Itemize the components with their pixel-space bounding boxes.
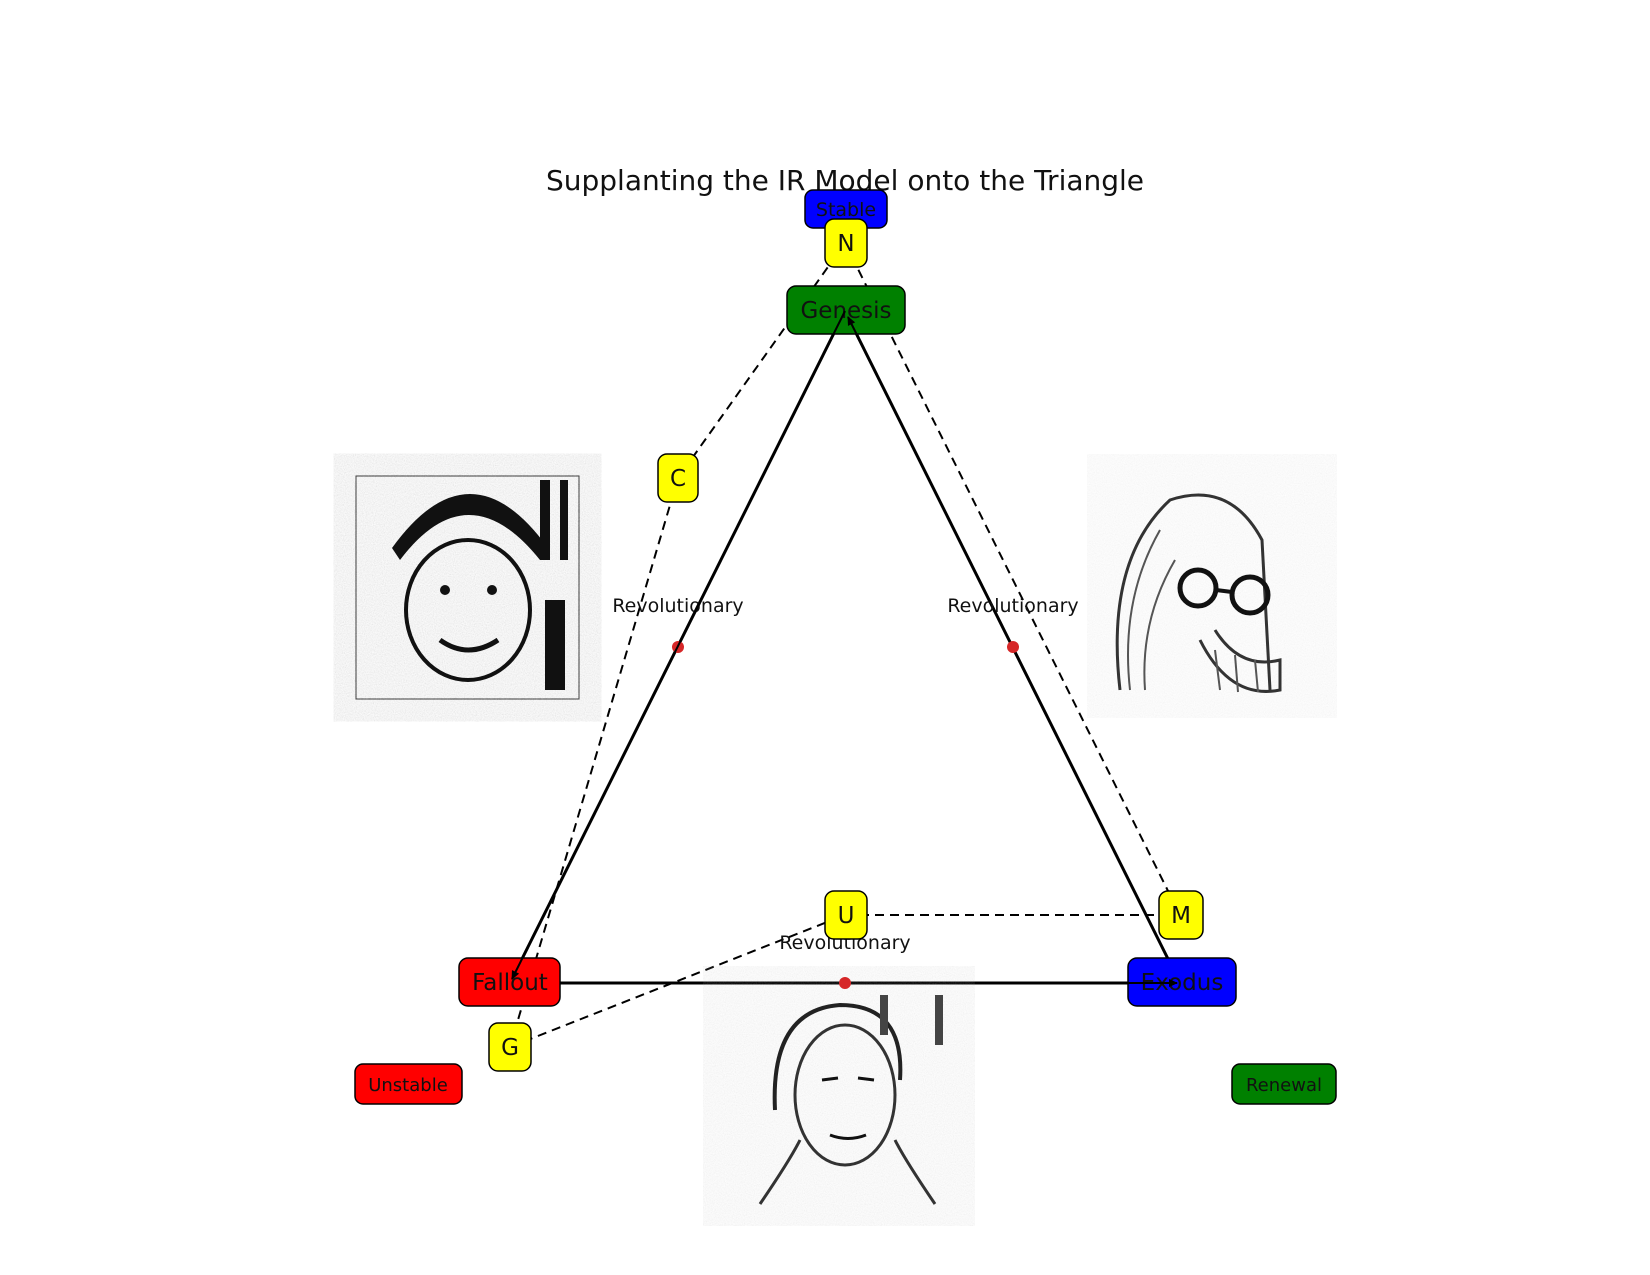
corner-label-stable: Stable (804, 189, 888, 229)
svg-text:G: G (501, 1035, 519, 1061)
portrait-bottom (726, 988, 952, 1205)
marker-c: C (657, 453, 699, 503)
arrowhead-fallout (511, 310, 846, 980)
ir-model-path (509, 242, 1181, 1048)
edge-label-left: Revolutionary (612, 595, 743, 617)
midpoint-bottom (839, 977, 851, 989)
arrowhead-genesis (847, 316, 881, 382)
corner-label-unstable: Unstable (354, 1063, 463, 1105)
svg-text:U: U (838, 903, 855, 929)
svg-text:Fallout: Fallout (472, 970, 548, 996)
arrowheads (511, 310, 1178, 987)
svg-text:Stable: Stable (816, 199, 876, 221)
midpoint-right (1007, 641, 1019, 653)
dashed-edge-n-m (844, 242, 1181, 916)
node-fallout: Fallout (458, 957, 561, 1007)
edge-label-right: Revolutionary (947, 595, 1078, 617)
marker-g: G (488, 1022, 532, 1072)
portrait-right (1108, 476, 1316, 696)
edge-label-bottom: Revolutionary (779, 932, 910, 954)
portrait-left (355, 475, 580, 700)
svg-text:N: N (837, 231, 854, 257)
svg-text:C: C (670, 466, 686, 492)
svg-text:M: M (1171, 903, 1191, 929)
corner-label-renewal: Renewal (1231, 1063, 1337, 1105)
svg-text:Unstable: Unstable (368, 1075, 448, 1096)
triangle (508, 310, 1182, 987)
dashed-edge-c-g (509, 477, 679, 1048)
marker-n: N (824, 218, 868, 268)
svg-text:Renewal: Renewal (1246, 1075, 1322, 1096)
svg-text:Genesis: Genesis (800, 298, 891, 324)
dashed-edge-n-c (677, 242, 846, 479)
marker-m: M (1158, 890, 1204, 940)
node-genesis: Genesis (786, 285, 906, 335)
dashed-edge-g-u (509, 914, 846, 1048)
marker-u: U (824, 890, 868, 940)
